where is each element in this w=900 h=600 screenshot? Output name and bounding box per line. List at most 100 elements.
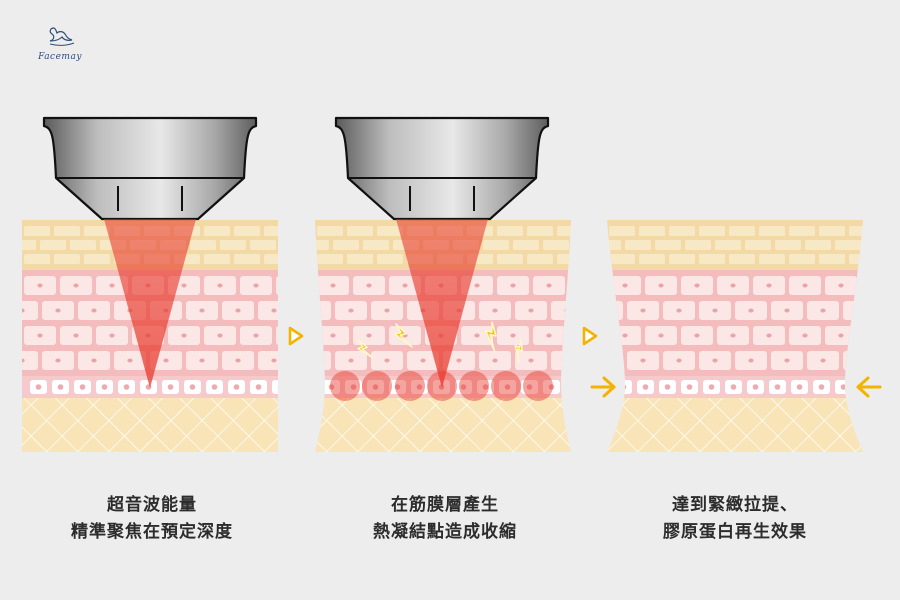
- cell-nucleus: [528, 308, 534, 313]
- coagulation-point: [459, 371, 489, 401]
- cell-nucleus: [730, 333, 736, 338]
- epidermis-cell: [363, 240, 389, 250]
- smas-nucleus: [460, 384, 467, 390]
- epidermis-cell: [759, 254, 785, 264]
- caption-heat-line-2: 熱凝結點造成收縮: [373, 522, 517, 542]
- cell-nucleus: [676, 308, 682, 313]
- arrow-head: [602, 376, 616, 398]
- cell-nucleus: [199, 358, 205, 363]
- caption-focus: 超音波能量 精準聚焦在預定深度: [22, 492, 282, 546]
- cell-nucleus: [73, 283, 79, 288]
- cell-nucleus: [420, 358, 426, 363]
- smas-cell: [615, 380, 632, 394]
- cell-nucleus: [315, 358, 318, 363]
- epidermis-cell: [655, 240, 681, 250]
- epidermis-cell: [759, 226, 785, 236]
- fat-layer: [607, 398, 863, 452]
- ultrasound-beam: [396, 219, 488, 388]
- transducer-focus: [42, 116, 258, 221]
- cell-nucleus: [546, 333, 552, 338]
- epidermis-cell: [220, 240, 246, 250]
- epidermis-cell: [84, 226, 110, 236]
- smas-nucleus: [57, 384, 64, 390]
- ultrasound-beam: [104, 219, 196, 388]
- cell-nucleus: [181, 333, 187, 338]
- epidermis-cell: [729, 254, 755, 264]
- epidermis-cell: [333, 240, 359, 250]
- smas-nucleus: [372, 384, 379, 390]
- lightning-bolt-icon: [357, 339, 374, 359]
- cell-nucleus: [874, 334, 879, 338]
- cell-nucleus: [492, 358, 498, 363]
- cell-nucleus: [384, 358, 390, 363]
- cell-nucleus: [607, 358, 610, 363]
- next-step-triangle-icon: [582, 326, 598, 346]
- epidermis-cell: [835, 240, 861, 250]
- smas-nucleus: [796, 384, 803, 390]
- epidermis-cell: [819, 254, 845, 264]
- dermis-cell: [551, 351, 571, 370]
- smas-nucleus: [708, 384, 715, 390]
- caption-focus-line-2: 精準聚焦在預定深度: [71, 522, 233, 542]
- dermis-cell: [861, 276, 863, 295]
- cell-nucleus: [55, 358, 61, 363]
- smas-nucleus: [394, 384, 401, 390]
- cell-nucleus: [640, 308, 646, 313]
- epidermis-cell: [234, 254, 260, 264]
- cell-nucleus: [474, 283, 480, 288]
- epidermis-cell: [745, 240, 771, 250]
- smas-cell: [565, 380, 571, 394]
- cell-nucleus: [874, 284, 879, 288]
- cell-nucleus: [55, 308, 61, 313]
- epidermis-cell: [699, 226, 725, 236]
- epidermis-cell: [54, 226, 80, 236]
- smas-nucleus: [101, 384, 108, 390]
- epidermis-cell: [317, 226, 343, 236]
- smas-nucleus: [774, 384, 781, 390]
- dermis-cell: [276, 276, 278, 295]
- smas-nucleus: [233, 384, 240, 390]
- epidermis-cell: [557, 226, 571, 236]
- coagulation-point: [362, 371, 392, 401]
- cell-nucleus: [622, 283, 628, 288]
- dermis-cell: [315, 351, 331, 370]
- smas-nucleus: [818, 384, 825, 390]
- cell-nucleus: [109, 333, 115, 338]
- epidermis-cell: [527, 254, 553, 264]
- smas-nucleus: [570, 384, 571, 390]
- transducer-head: [334, 116, 550, 221]
- epidermis-cell: [609, 254, 635, 264]
- arrow-right-icon: [590, 376, 616, 398]
- dermis-cell: [607, 301, 623, 320]
- caption-heat: 在筋膜層產生 熱凝結點造成收縮: [315, 492, 575, 546]
- cell-nucleus: [199, 308, 205, 313]
- smas-nucleus: [35, 384, 42, 390]
- cell-nucleus: [528, 358, 534, 363]
- cell-nucleus: [330, 333, 336, 338]
- panel-lift-skin: [607, 220, 879, 452]
- cell-nucleus: [784, 358, 790, 363]
- epidermis-cell: [513, 240, 539, 250]
- dermis-cell: [315, 301, 331, 320]
- swan-icon: [49, 27, 75, 46]
- cell-nucleus: [510, 333, 516, 338]
- cell-nucleus: [22, 308, 25, 313]
- cell-nucleus: [640, 358, 646, 363]
- epidermis-cell: [204, 226, 230, 236]
- dermis-cell: [22, 301, 38, 320]
- smas-nucleus: [277, 384, 278, 390]
- epidermis-cell: [729, 226, 755, 236]
- epidermis-cell: [22, 240, 36, 250]
- dermis-cell: [843, 351, 863, 370]
- cell-nucleus: [366, 333, 372, 338]
- smas-nucleus: [123, 384, 130, 390]
- dermis-cell: [22, 351, 38, 370]
- epidermis-cell: [543, 240, 569, 250]
- smas-nucleus: [167, 384, 174, 390]
- cell-nucleus: [271, 308, 277, 313]
- epidermis-cell: [609, 226, 635, 236]
- epidermis-cell: [557, 254, 571, 264]
- transducer-head: [42, 116, 258, 221]
- cell-nucleus: [766, 283, 772, 288]
